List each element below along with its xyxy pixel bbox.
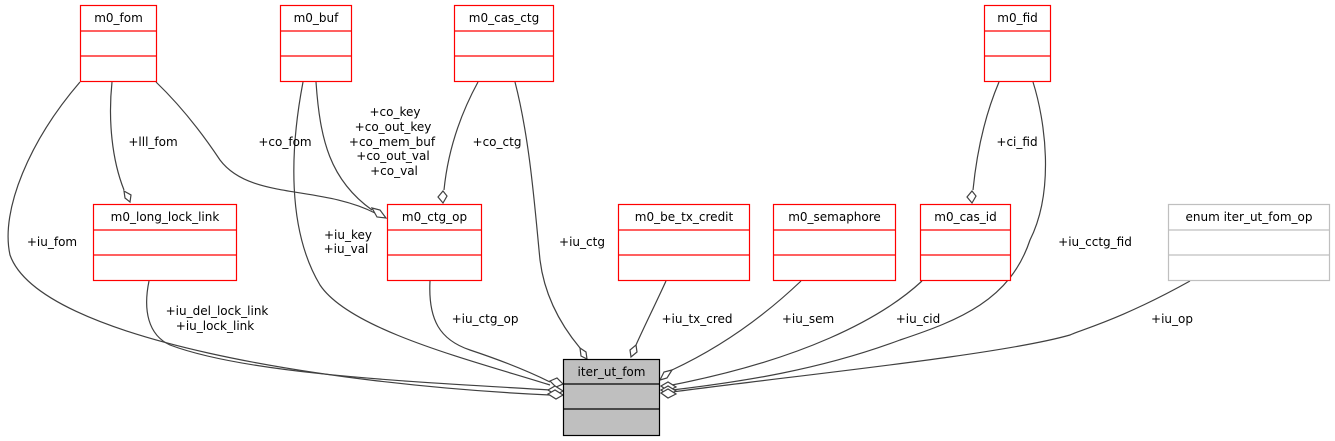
- edge-label: +iu_ctg: [559, 235, 605, 249]
- aggregation-diamond-icon: [370, 207, 388, 219]
- edge-iu-cid: [671, 280, 923, 386]
- node-m0-fid[interactable]: m0_fid: [983, 4, 1052, 83]
- node-title: m0_semaphore: [788, 210, 881, 224]
- edge-label: +lll_fom: [128, 135, 177, 149]
- node-title: m0_ctg_op: [402, 210, 467, 224]
- edge-iu-sem: [671, 280, 802, 371]
- edge-label: +iu_op: [1151, 312, 1193, 326]
- node-m0-semaphore[interactable]: m0_semaphore: [772, 203, 897, 282]
- node-iter-ut-fom[interactable]: iter_ut_fom: [562, 358, 661, 437]
- aggregation-diamond-icon: [658, 369, 674, 381]
- aggregation-diamond-icon: [966, 190, 977, 205]
- edge-label: +co_val: [370, 164, 418, 178]
- node-m0-long-lock-link[interactable]: m0_long_lock_link: [92, 203, 238, 282]
- aggregation-diamond-icon: [629, 343, 638, 359]
- edge-co-ctg: [443, 81, 479, 191]
- edge-iu-lock-link: [146, 280, 551, 391]
- edge-label: +iu_tx_cred: [661, 312, 732, 326]
- aggregation-diamond-icon: [548, 377, 565, 388]
- nodes: m0_fom m0_buf m0_cas_ctg m0_fid: [79, 4, 1331, 437]
- node-m0-buf[interactable]: m0_buf: [279, 4, 353, 83]
- node-title: m0_fom: [94, 11, 143, 25]
- edges: [7, 81, 1191, 400]
- edge-label: +iu_ctg_op: [452, 312, 519, 326]
- node-title: enum iter_ut_fom_op: [1186, 210, 1313, 224]
- aggregation-diamond-icon: [437, 190, 448, 205]
- node-title: m0_fid: [997, 11, 1038, 25]
- edge-label: +co_key: [370, 105, 421, 119]
- node-title: m0_buf: [294, 11, 340, 25]
- aggregation-diamond-icon: [659, 388, 678, 399]
- edge-lll-fom: [109, 81, 125, 191]
- edge-iu-op: [671, 280, 1191, 393]
- edge-label: +co_out_key: [355, 120, 432, 134]
- edge-label: +co_mem_buf: [349, 135, 436, 149]
- edge-label: +iu_sem: [782, 312, 834, 326]
- edge-ci-fid: [972, 81, 1000, 191]
- aggregation-diamond-icon: [123, 189, 132, 204]
- edge-label: +iu_val: [324, 242, 369, 256]
- node-title: m0_cas_id: [934, 210, 996, 224]
- node-m0-ctg-op[interactable]: m0_ctg_op: [386, 203, 483, 282]
- edge-iu-key: [293, 81, 551, 386]
- edge-iu-tx-cred: [635, 280, 667, 346]
- edge-iu-ctg: [514, 81, 581, 349]
- node-m0-cas-ctg[interactable]: m0_cas_ctg: [453, 4, 555, 83]
- node-m0-be-tx-credit[interactable]: m0_be_tx_credit: [617, 203, 751, 282]
- edge-co-key: [315, 81, 373, 211]
- node-enum-iter-ut-fom-op[interactable]: enum iter_ut_fom_op: [1167, 203, 1331, 282]
- node-title: m0_long_lock_link: [111, 210, 220, 224]
- aggregation-diamond-icon: [579, 346, 588, 361]
- edge-label: +iu_fom: [27, 235, 77, 249]
- node-title: m0_be_tx_credit: [635, 210, 734, 224]
- edge-co-fom: [155, 81, 376, 214]
- edge-label: +iu_cctg_fid: [1058, 235, 1132, 249]
- edge-label: +co_ctg: [473, 135, 522, 149]
- edge-iu-ctg-op: [429, 280, 551, 383]
- edge-label: +iu_lock_link: [176, 319, 254, 333]
- edge-label: +co_out_val: [356, 149, 429, 163]
- node-m0-cas-id[interactable]: m0_cas_id: [919, 203, 1012, 282]
- edge-iu-fom: [7, 81, 551, 396]
- node-m0-fom[interactable]: m0_fom: [79, 4, 158, 83]
- edge-labels: +lll_fom +co_fom +co_key +co_out_key +co…: [27, 105, 1193, 333]
- edge-label: +iu_del_lock_link: [166, 304, 269, 318]
- edge-iu-cctg-fid: [671, 81, 1047, 391]
- edge-label: +ci_fid: [996, 135, 1037, 149]
- edge-label: +iu_cid: [896, 312, 941, 326]
- node-title: m0_cas_ctg: [469, 11, 539, 25]
- edge-label: +iu_key: [324, 228, 372, 242]
- node-title: iter_ut_fom: [578, 365, 646, 379]
- edge-label: +co_fom: [258, 135, 311, 149]
